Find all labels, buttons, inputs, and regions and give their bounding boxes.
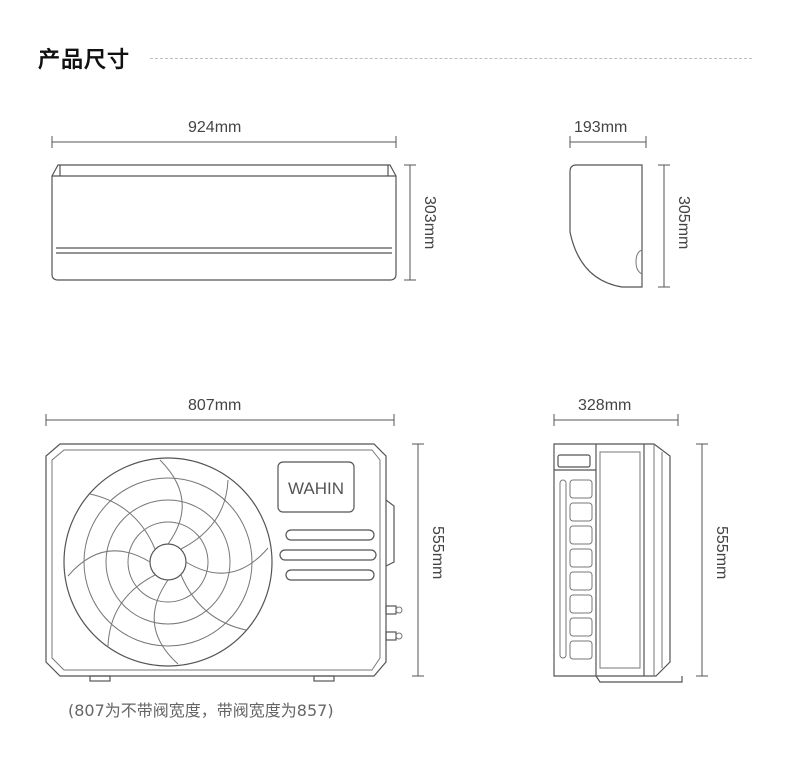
indoor-unit-side-drawing bbox=[569, 136, 670, 288]
footnote: (807为不带阀宽度，带阀宽度为857) bbox=[68, 701, 334, 720]
logo-badge bbox=[277, 461, 355, 513]
outdoor-depth-label: 328mm bbox=[578, 397, 632, 414]
outdoor-unit-front-drawing: WAHIN bbox=[45, 414, 424, 682]
brand-logo-text: WAHIN bbox=[288, 479, 344, 498]
indoor-unit-front-drawing bbox=[51, 136, 416, 281]
indoor-height-label: 303mm bbox=[421, 196, 438, 250]
outdoor-width-label: 807mm bbox=[188, 397, 242, 414]
fan-grille bbox=[63, 457, 273, 667]
indoor-depth-label: 193mm bbox=[574, 119, 628, 136]
indoor-side-height-label: 305mm bbox=[675, 196, 692, 250]
outdoor-side-height-label: 555mm bbox=[713, 526, 730, 580]
outdoor-height-label: 555mm bbox=[429, 526, 446, 580]
title-divider bbox=[150, 58, 752, 59]
outdoor-unit-side-drawing bbox=[553, 414, 708, 683]
section-title: 产品尺寸 bbox=[38, 48, 131, 73]
indoor-width-label: 924mm bbox=[188, 119, 242, 136]
